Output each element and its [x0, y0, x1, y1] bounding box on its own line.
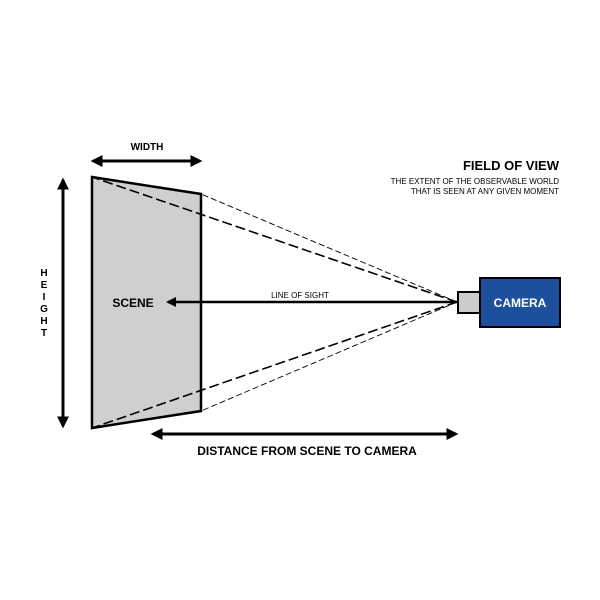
scene-label: SCENE	[112, 296, 153, 310]
subtitle-line-2: THAT IS SEEN AT ANY GIVEN MOMENT	[411, 187, 559, 196]
field-of-view-lines	[91, 176, 458, 429]
camera-label: CAMERA	[494, 296, 547, 310]
line-of-sight-label: LINE OF SIGHT	[271, 291, 329, 300]
distance-label: DISTANCE FROM SCENE TO CAMERA	[197, 444, 417, 458]
subtitle-line-1: THE EXTENT OF THE OBSERVABLE WORLD	[391, 177, 560, 186]
scene-plane	[90, 175, 203, 430]
camera-lens	[457, 291, 481, 314]
camera-body	[479, 277, 561, 328]
title: FIELD OF VIEW	[463, 158, 560, 173]
width-label: WIDTH	[131, 142, 164, 153]
